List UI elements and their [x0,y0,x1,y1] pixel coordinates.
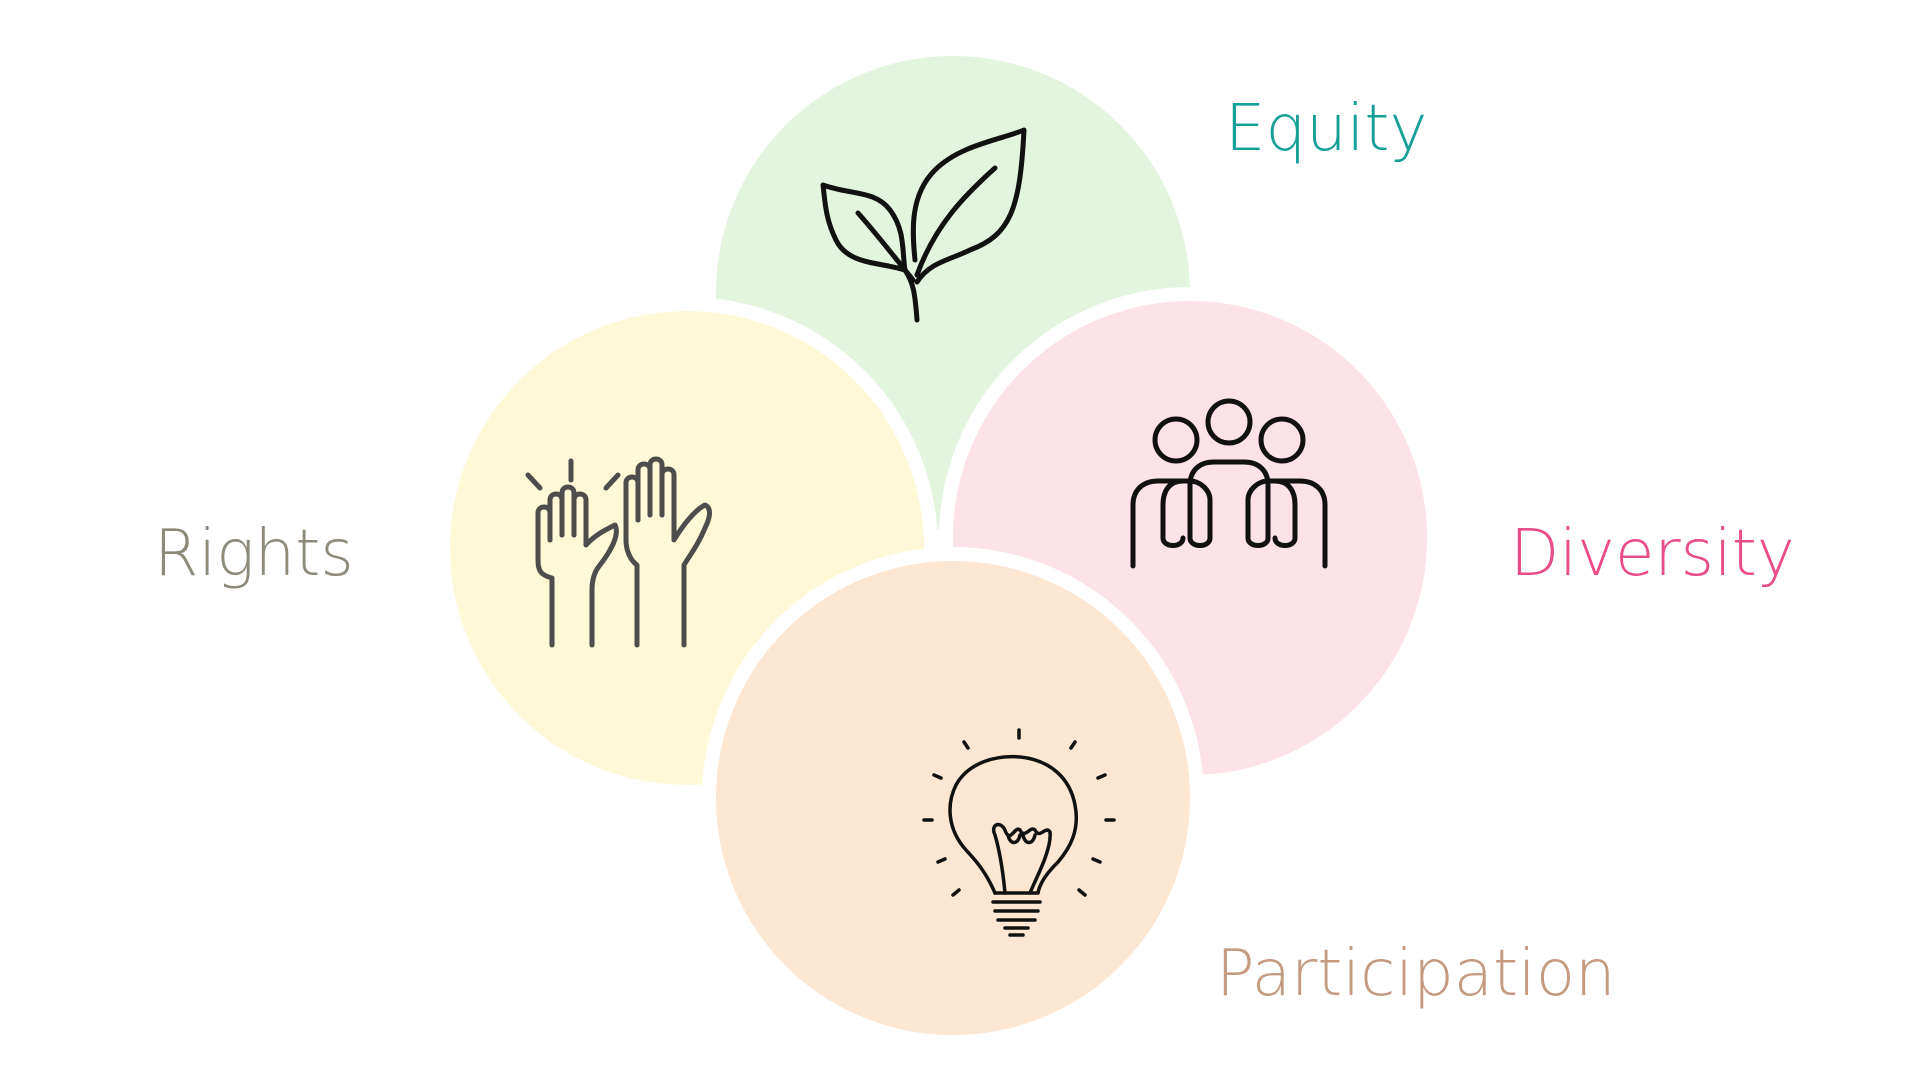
lightbulb-icon [922,728,1116,937]
equity-label: Equity [1225,92,1427,166]
rights-label: Rights [154,517,354,591]
sprout-leaf-icon [820,127,1027,323]
raised-hands-icon [525,456,712,648]
participation-label: Participation [1216,937,1616,1011]
diversity-label: Diversity [1510,517,1795,591]
people-group-icon [1130,398,1328,569]
